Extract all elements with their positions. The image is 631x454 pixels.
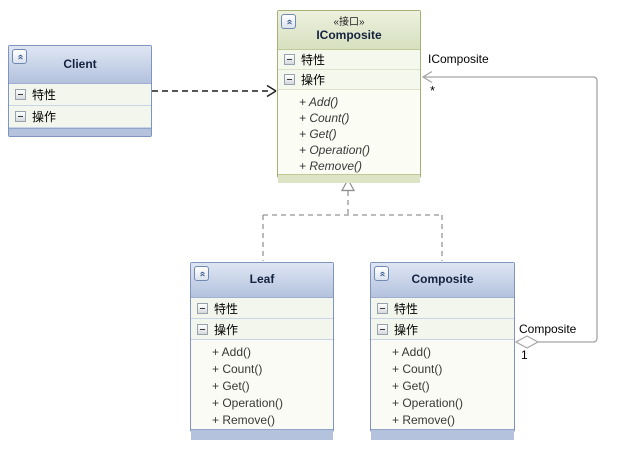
operations-list: + Add() + Count() + Get() + Operation() … (278, 90, 420, 174)
operation-item[interactable]: + Get() (299, 127, 337, 141)
operation-item[interactable]: + Add() (299, 95, 339, 109)
attributes-label: 特性 (301, 53, 326, 67)
stereotype-label: «接口» (333, 17, 365, 29)
operation-item[interactable]: + Remove() (392, 413, 456, 427)
collapse-chevron-icon[interactable]: « (374, 266, 389, 281)
attributes-label: 特性 (214, 301, 239, 316)
operation-item[interactable]: + Get() (392, 379, 430, 393)
class-node-leaf[interactable]: « Leaf 特性 操作 + Add() + Count() + Get() +… (190, 262, 334, 440)
node-footer-strip (9, 128, 151, 136)
collapse-minus-icon[interactable] (284, 54, 295, 65)
aggregation-connector[interactable] (421, 70, 598, 349)
operations-label: 操作 (301, 73, 326, 87)
node-footer-strip (191, 429, 333, 440)
operations-list: + Add() + Count() + Get() + Operation() … (371, 340, 514, 429)
collapse-minus-icon[interactable] (284, 74, 295, 85)
operation-item[interactable]: + Operation() (392, 396, 464, 410)
class-header: « Client (9, 46, 151, 84)
dependency-connector[interactable] (152, 84, 277, 98)
class-title: Composite (411, 272, 474, 287)
class-title: IComposite (316, 28, 382, 43)
collapse-chevron-icon[interactable]: « (194, 266, 209, 281)
association-role-label-composite: Composite (519, 322, 577, 336)
operation-item[interactable]: + Operation() (212, 396, 284, 410)
class-node-composite[interactable]: « Composite 特性 操作 + Add() + Count() + Ge… (370, 262, 515, 440)
class-title: Leaf (249, 272, 275, 287)
operation-item[interactable]: + Add() (212, 345, 252, 359)
operations-compartment[interactable]: 操作 (278, 70, 420, 90)
operation-item[interactable]: + Operation() (299, 143, 371, 157)
operations-label: 操作 (214, 322, 239, 337)
operation-item[interactable]: + Count() (212, 362, 263, 376)
operations-list: + Add() + Count() + Get() + Operation() … (191, 340, 333, 429)
association-multiplicity-star: * (430, 83, 436, 98)
class-header: « «接口» IComposite (278, 11, 420, 50)
realization-connector[interactable] (262, 178, 443, 262)
collapse-minus-icon[interactable] (377, 323, 388, 335)
collapse-minus-icon[interactable] (197, 323, 208, 335)
class-title: Client (63, 56, 97, 71)
class-header: « Composite (371, 263, 514, 298)
attributes-compartment[interactable]: 特性 (191, 298, 333, 319)
collapse-chevron-icon[interactable]: « (281, 14, 296, 29)
attributes-compartment[interactable]: 特性 (9, 84, 151, 106)
attributes-label: 特性 (32, 88, 57, 102)
operation-item[interactable]: + Count() (392, 362, 443, 376)
node-footer-strip (371, 429, 514, 440)
operation-item[interactable]: + Add() (392, 345, 432, 359)
collapse-chevron-icon[interactable]: « (12, 49, 27, 64)
operations-compartment[interactable]: 操作 (9, 106, 151, 128)
class-header: « Leaf (191, 263, 333, 298)
class-node-client[interactable]: « Client 特性 操作 (8, 45, 152, 137)
node-footer-strip (278, 174, 420, 183)
attributes-compartment[interactable]: 特性 (371, 298, 514, 319)
operations-label: 操作 (32, 110, 57, 124)
operation-item[interactable]: + Remove() (212, 413, 276, 427)
operations-compartment[interactable]: 操作 (191, 319, 333, 340)
operation-item[interactable]: + Remove() (299, 159, 363, 173)
association-multiplicity-one: 1 (521, 348, 528, 362)
collapse-minus-icon[interactable] (197, 302, 208, 314)
operations-compartment[interactable]: 操作 (371, 319, 514, 340)
attributes-compartment[interactable]: 特性 (278, 50, 420, 70)
operation-item[interactable]: + Get() (212, 379, 250, 393)
operation-item[interactable]: + Count() (299, 111, 350, 125)
operations-label: 操作 (394, 322, 419, 337)
association-role-label-icomposite: IComposite (428, 52, 489, 66)
collapse-minus-icon[interactable] (377, 302, 388, 314)
collapse-minus-icon[interactable] (15, 111, 26, 122)
class-node-icomposite[interactable]: « «接口» IComposite 特性 操作 + Add() + Count(… (277, 10, 421, 183)
attributes-label: 特性 (394, 301, 419, 316)
collapse-minus-icon[interactable] (15, 89, 26, 100)
